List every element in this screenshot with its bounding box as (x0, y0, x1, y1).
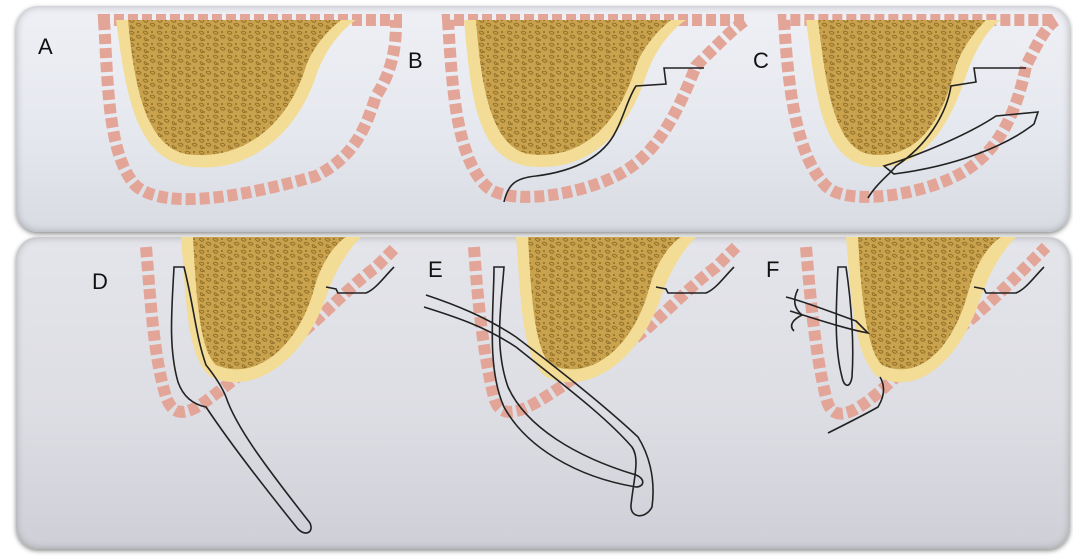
bottom-figure-strip: D E F (16, 237, 1070, 549)
panel-label-c: C (753, 48, 769, 74)
panel-c-drawing (784, 20, 1056, 198)
panel-label-a: A (38, 34, 53, 60)
panel-a-drawing (104, 20, 396, 199)
panel-label-d: D (92, 269, 108, 295)
panel-d-drawing (146, 237, 396, 533)
panel-label-e: E (428, 257, 443, 283)
panel-label-b: B (408, 48, 423, 74)
panel-label-f: F (766, 257, 779, 283)
bottom-illustrations (16, 237, 1070, 549)
top-figure-strip: A B C (16, 6, 1070, 232)
panel-f-drawing (786, 237, 1046, 433)
panel-b-drawing (448, 20, 746, 202)
top-illustrations (16, 6, 1070, 232)
panel-e-drawing (424, 237, 736, 516)
